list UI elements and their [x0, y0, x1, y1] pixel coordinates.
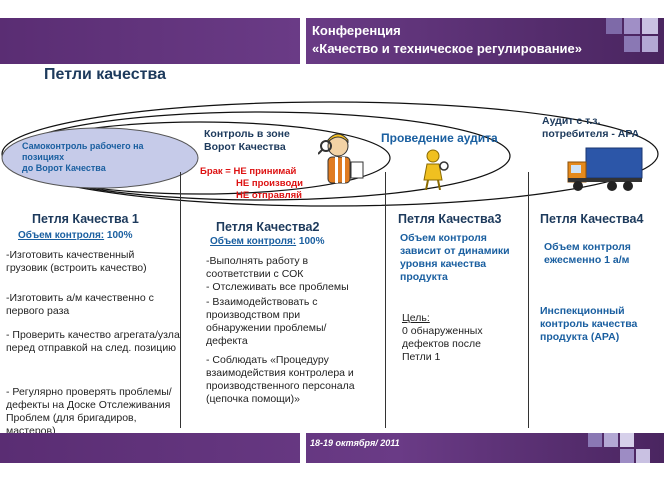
separator-line	[180, 172, 181, 428]
loop2-scope-value: 100%	[296, 236, 325, 247]
loop1-scope: Объем контроля: 100%	[18, 230, 132, 241]
header-divider	[300, 18, 306, 64]
footer-band	[0, 433, 664, 463]
loop1-title: Петля Качества 1	[32, 212, 139, 226]
footer-divider	[300, 433, 306, 463]
loop3-scope: Объем контроля зависит от динамики уровн…	[400, 232, 510, 283]
loop2-item: - Соблюдать «Процедуру взаимодействия ко…	[206, 354, 355, 405]
consumer-audit-line1: Аудит с т.з.	[542, 115, 601, 127]
decor-square	[624, 18, 640, 34]
decor-square	[620, 449, 634, 463]
loop1-item: - Регулярно проверять проблемы/дефекты н…	[6, 386, 172, 437]
reject-line1: Брак = НЕ принимай	[200, 166, 297, 177]
decor-square	[604, 433, 618, 447]
loop2-item: - Взаимодействовать с производством при …	[206, 296, 327, 347]
decor-square	[642, 18, 658, 34]
gate-title-line1: Контроль в зоне	[204, 128, 290, 140]
self-control-line1: Самоконтроль рабочего на	[22, 141, 144, 151]
truck-icon	[567, 147, 643, 191]
loop2-scope: Объем контроля: 100%	[210, 236, 324, 247]
loop3-goal-label: Цель:	[402, 312, 430, 324]
consumer-audit-line2: потребителя - APA	[542, 128, 640, 140]
conference-title-line2: «Качество и техническое регулирование»	[312, 41, 582, 56]
loop4-title: Петля Качества4	[540, 212, 644, 226]
self-control-line2: позициях	[22, 152, 65, 162]
reject-line3: НЕ отправляй	[236, 190, 303, 201]
decor-square	[624, 36, 640, 52]
loop2-title: Петля Качества2	[216, 220, 320, 234]
loop1-item: - Проверить качество агрегата/узла перед…	[6, 329, 180, 354]
reject-line2: НЕ производи	[236, 178, 304, 189]
decor-square	[642, 36, 658, 52]
loop1-item: -Изготовить качественный грузовик (встро…	[6, 249, 147, 274]
header-band	[0, 18, 664, 64]
page-title: Петли качества	[44, 66, 166, 83]
separator-line	[528, 172, 529, 428]
loop2-item: - Отслеживать все проблемы	[206, 281, 349, 293]
separator-line	[385, 172, 386, 428]
audit-title: Проведение аудита	[381, 131, 498, 145]
loop4-scope: Объем контроля ежесменно 1 а/м	[544, 241, 631, 266]
loop1-item: -Изготовить а/м качественно с первого ра…	[6, 292, 154, 317]
auditor-icon	[423, 149, 449, 190]
decor-square	[606, 18, 622, 34]
decor-square	[588, 433, 602, 447]
self-control-ellipse	[1, 127, 199, 189]
reject-rules: Брак = НЕ принимай НЕ производи НЕ отпра…	[200, 166, 303, 202]
inspector-icon	[318, 133, 364, 184]
loop3-goal-text: 0 обнаруженных дефектов после Петли 1	[402, 325, 483, 363]
consumer-audit-title: Аудит с т.з. потребителя - APA	[542, 115, 639, 141]
loop2-scope-label: Объем контроля:	[210, 236, 297, 247]
outer-loop-ellipse	[1, 101, 659, 207]
decor-square	[636, 449, 650, 463]
loop4-inspection: Инспекционный контроль качества продукта…	[540, 305, 638, 343]
conference-title: Конференция «Качество и техническое регу…	[312, 22, 582, 58]
decor-square	[620, 433, 634, 447]
self-control-text: Самоконтроль рабочего на позициях до Вор…	[22, 141, 144, 174]
loop1-scope-value: 100%	[104, 230, 133, 241]
loop3-title: Петля Качества3	[398, 212, 502, 226]
footer-date: 18-19 октября/ 2011	[310, 438, 400, 448]
loop1-scope-label: Объем контроля:	[18, 230, 105, 241]
self-control-line3: до Ворот Качества	[22, 163, 106, 173]
gate-title-line2: Ворот Качества	[204, 141, 286, 153]
gate-control-title: Контроль в зоне Ворот Качества	[204, 128, 290, 154]
conference-title-line1: Конференция	[312, 23, 401, 38]
loop2-item: -Выполнять работу в соответствии с СОК	[206, 255, 309, 280]
loop-diagram	[1, 101, 659, 207]
